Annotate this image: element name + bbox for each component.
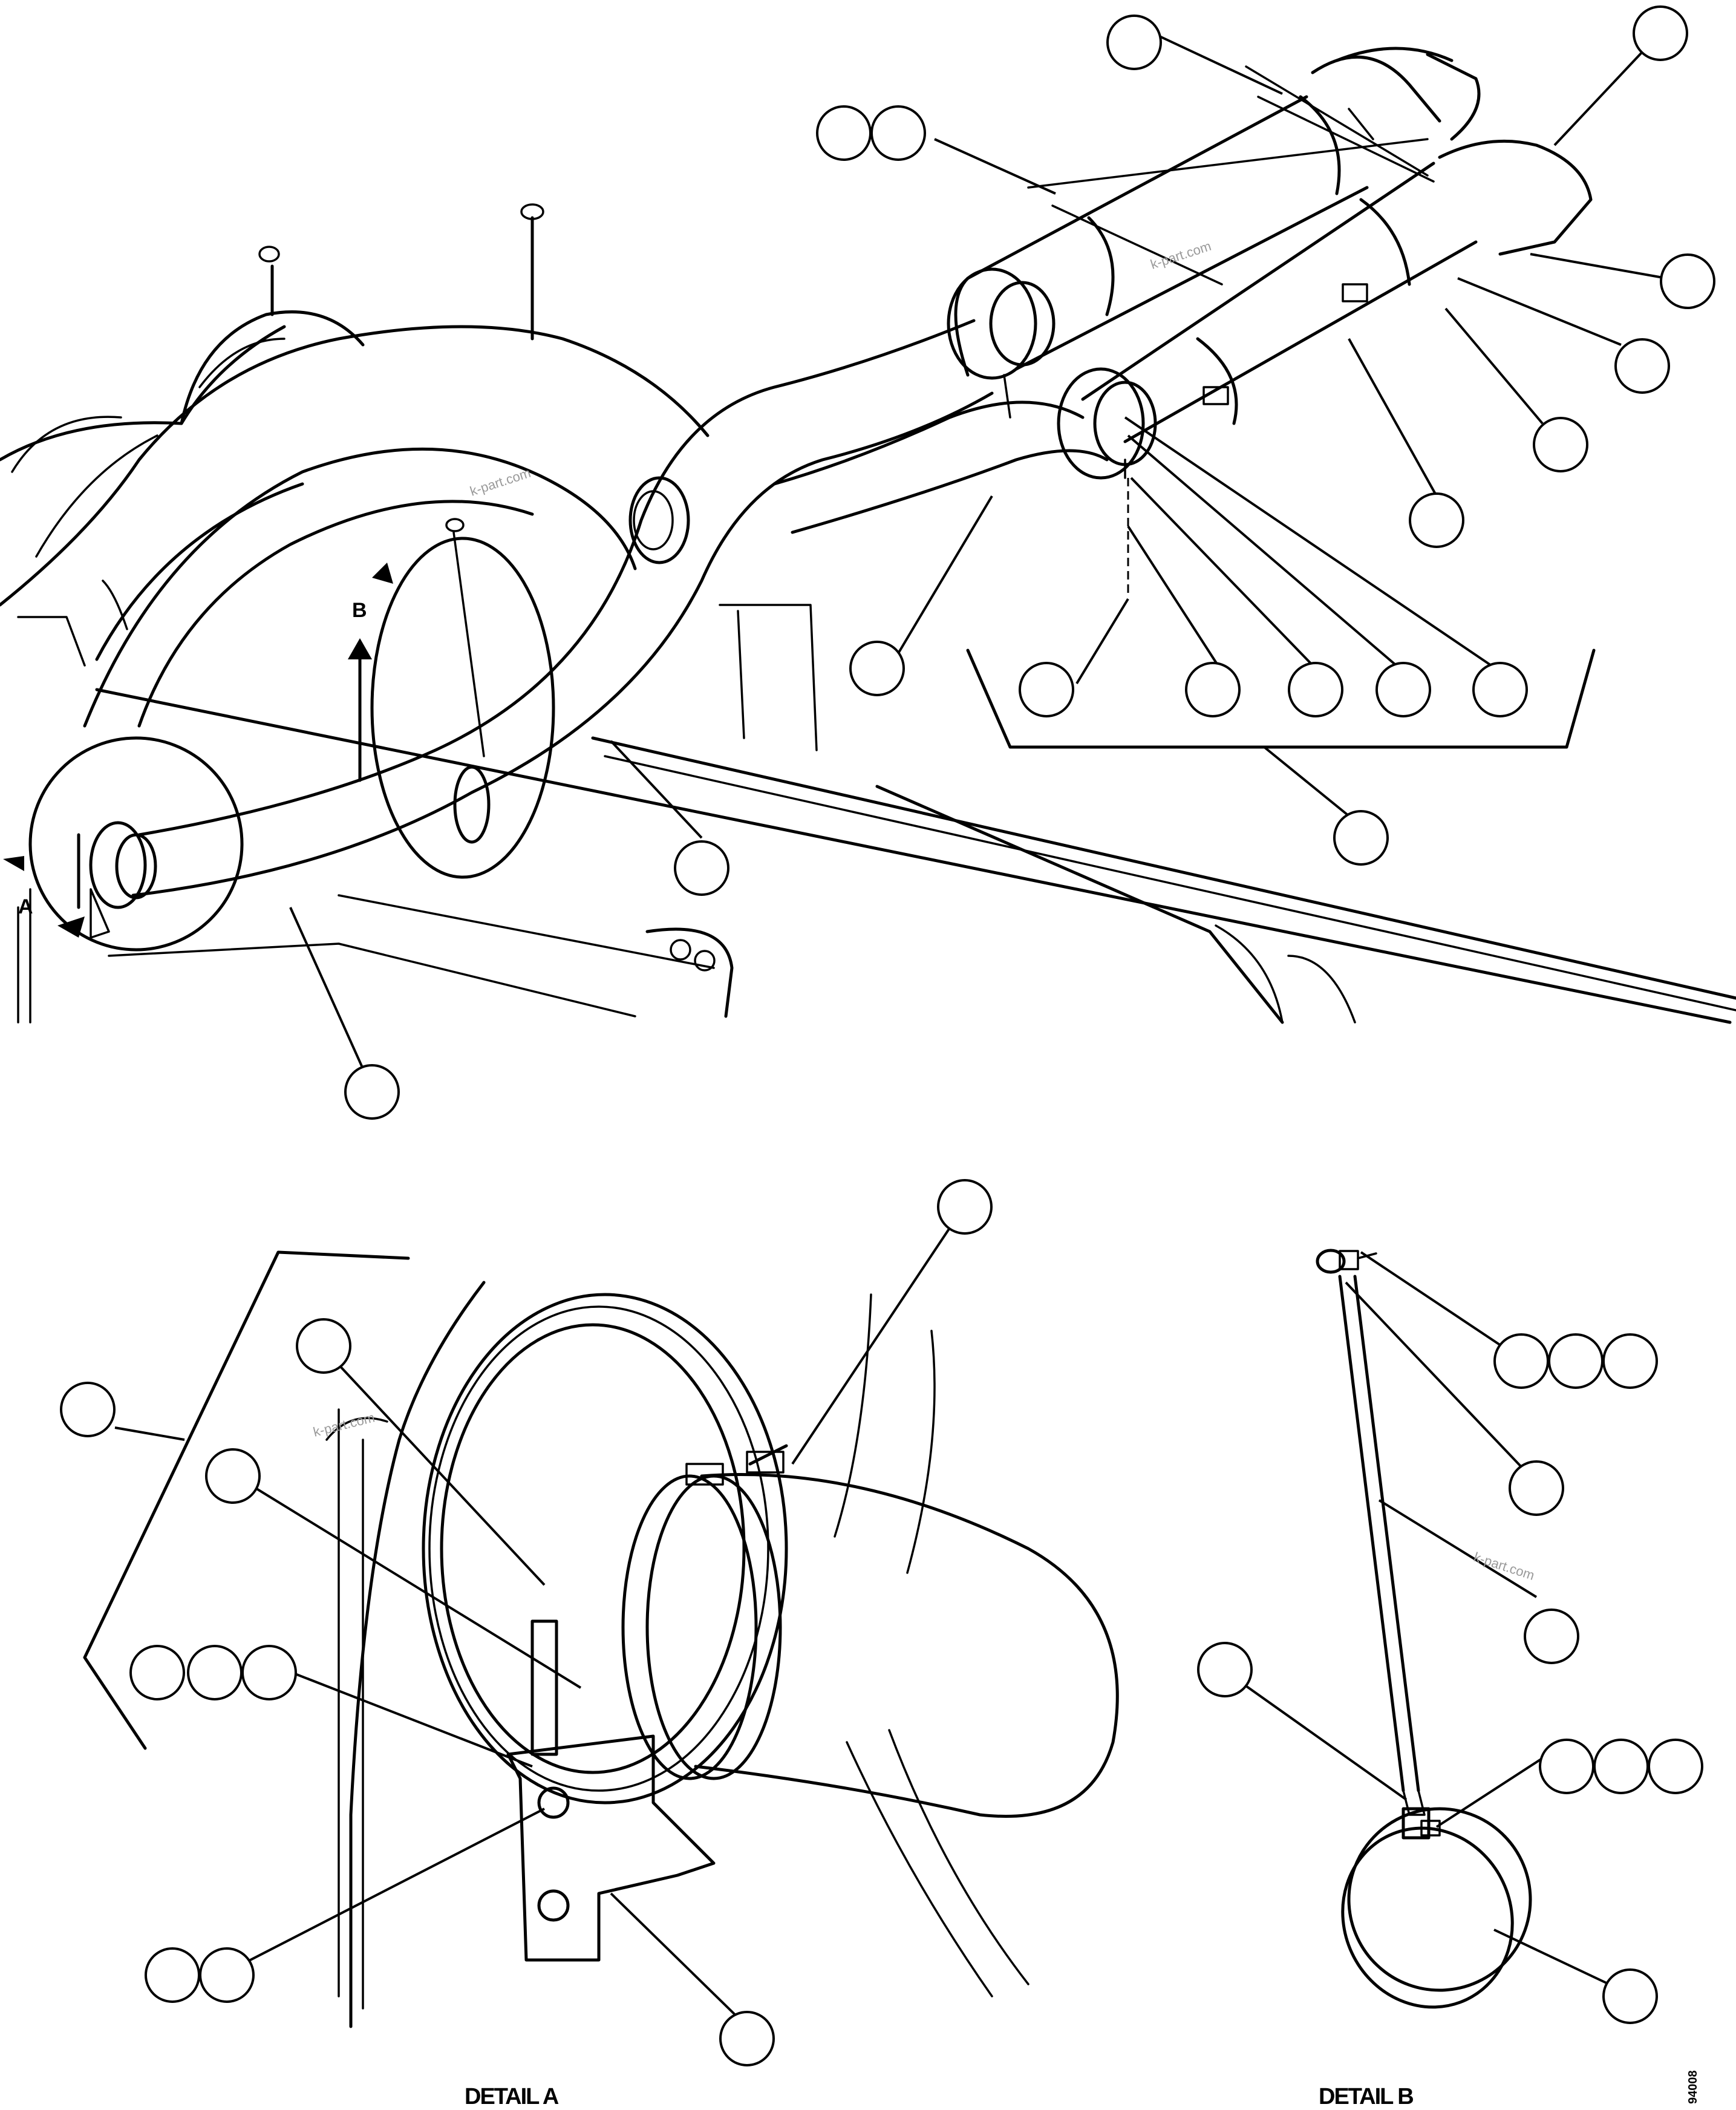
watermark-main-2: k-part.com bbox=[468, 465, 533, 499]
detail-a-view: k-part.com DETAIL A bbox=[60, 1179, 1119, 2109]
main-view: A B bbox=[0, 5, 1736, 1120]
detail-a-view-mark: A bbox=[18, 895, 33, 918]
leaders-main bbox=[289, 35, 1667, 1089]
callout-balloons-detail-a bbox=[60, 1179, 993, 2066]
watermark-main-1: k-part.com bbox=[1149, 238, 1213, 272]
detail-a-caption: DETAIL A bbox=[465, 2084, 559, 2109]
watermark-detail-a: k-part.com bbox=[312, 1409, 376, 1439]
leaders-detail-b bbox=[1239, 1251, 1610, 1985]
detail-a-bracket bbox=[83, 1250, 410, 1750]
frame-rails bbox=[17, 604, 1736, 1024]
fender-assembly bbox=[0, 310, 710, 728]
detail-b-view: k-part.com DETAIL B bbox=[1197, 1249, 1703, 2109]
muffler-upper bbox=[947, 47, 1481, 380]
support-rods bbox=[258, 203, 544, 757]
callout-balloons-main bbox=[344, 5, 1715, 1120]
exhaust-pipe bbox=[77, 319, 994, 939]
callout-balloons-detail-b bbox=[1197, 1333, 1703, 2024]
leaders-detail-a bbox=[114, 1209, 963, 2022]
group-bracket bbox=[966, 648, 1596, 749]
detail-b-ellipse: B bbox=[348, 537, 555, 879]
muffler-lower bbox=[1057, 139, 1593, 480]
detail-a-circle: A bbox=[3, 736, 244, 952]
tail-pipe-section bbox=[628, 400, 1109, 564]
muffler-straps bbox=[1003, 65, 1435, 479]
detail-b-caption: DETAIL B bbox=[1319, 2084, 1413, 2109]
figure-reference-number: 94008 bbox=[1686, 2070, 1700, 2104]
detail-b-view-mark: B bbox=[352, 599, 367, 622]
